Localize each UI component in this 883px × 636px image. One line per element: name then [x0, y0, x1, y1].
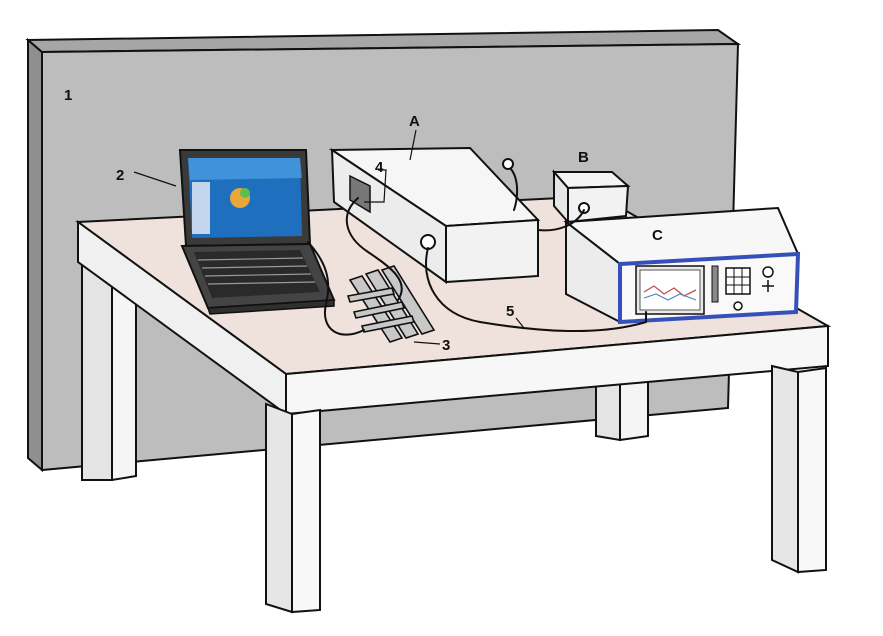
leader-lines: [133, 129, 525, 345]
laptop: [178, 149, 336, 315]
label-c: C: [652, 227, 663, 244]
cables: [307, 158, 647, 336]
label-4: 4: [375, 159, 384, 176]
label-3: 3: [442, 337, 450, 354]
label-5: 5: [506, 303, 514, 320]
label-a: A: [409, 113, 420, 130]
label-1: 1: [64, 87, 72, 104]
label-2: 2: [116, 167, 124, 184]
device-a: [328, 146, 541, 284]
analyzer-c: [563, 206, 801, 325]
table-back-legs: [81, 260, 649, 482]
table-front-legs: [265, 364, 827, 614]
device-b: [551, 169, 631, 225]
label-b: B: [578, 149, 589, 166]
